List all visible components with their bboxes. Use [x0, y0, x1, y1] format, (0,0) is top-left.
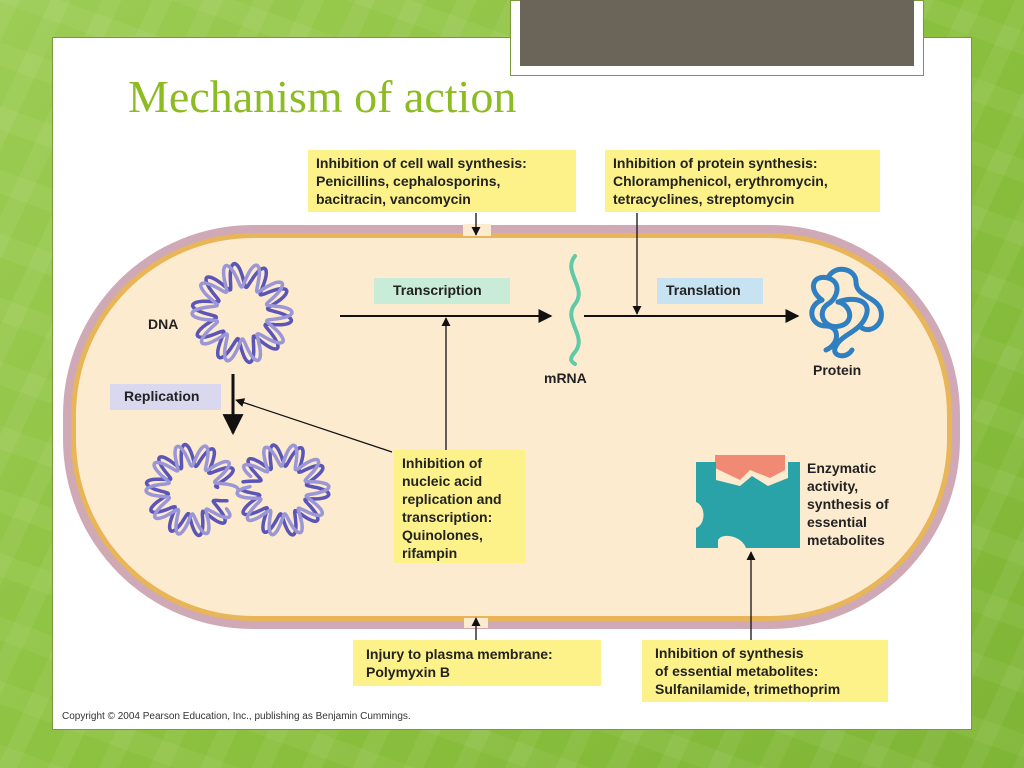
- replication-tag: Replication: [110, 384, 221, 410]
- translation-tag: Translation: [657, 278, 763, 304]
- dna-strand: [190, 261, 294, 365]
- replicated-dna-strands: [144, 442, 331, 538]
- protein-label: Protein: [813, 362, 862, 378]
- substrate-shape: [715, 455, 785, 480]
- mrna-strand: [569, 254, 581, 366]
- enzymatic-activity-label: Enzymatic activity, synthesis of essenti…: [807, 460, 889, 548]
- slide-title: Mechanism of action: [128, 71, 517, 122]
- mrna-label: mRNA: [544, 370, 587, 386]
- cell-wall-notch-top: [463, 224, 491, 236]
- nucleic-acid-inhibition-box: Inhibition of nucleic acid replication a…: [394, 450, 525, 563]
- dna-label: DNA: [148, 316, 179, 332]
- transcription-tag: Transcription: [374, 278, 510, 304]
- protein-synthesis-inhibition-box: Inhibition of protein synthesis: Chloram…: [605, 150, 880, 212]
- enzyme-shape: [696, 462, 800, 548]
- protein-glyph: [809, 266, 884, 359]
- cell-wall-inhibition-box: Inhibition of cell wall synthesis: Penic…: [308, 150, 576, 212]
- replication-inhibition-pointer: [235, 398, 393, 453]
- metabolite-synthesis-inhibition-box: Inhibition of synthesis of essential met…: [642, 640, 888, 702]
- plasma-membrane-injury-box: Injury to plasma membrane: Polymyxin B: [353, 640, 601, 686]
- copyright-notice: Copyright © 2004 Pearson Education, Inc.…: [62, 711, 411, 722]
- slide-header-tab-fill: [520, 0, 914, 66]
